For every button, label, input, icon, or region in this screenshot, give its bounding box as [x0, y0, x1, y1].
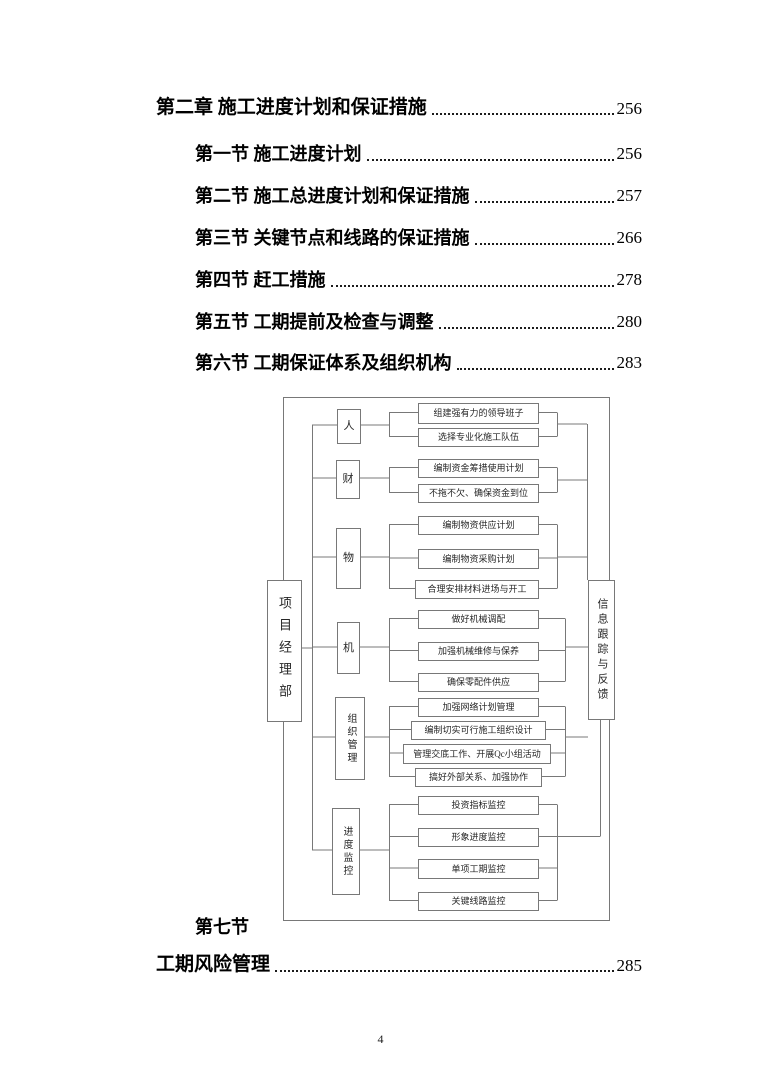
- dot-leader: [330, 284, 614, 287]
- toc-chapter-page: 256: [616, 98, 643, 118]
- toc-section-page: 266: [616, 228, 643, 248]
- category-box-materials: 物: [336, 528, 361, 589]
- measure-box: 编制切实可行施工组织设计: [411, 721, 546, 740]
- measure-box: 做好机械调配: [418, 610, 539, 629]
- category-box-people: 人: [337, 409, 361, 444]
- toc-entry-section-4: 第四节 赶工措施 278: [195, 269, 642, 292]
- category-box-machinery: 机: [337, 622, 360, 674]
- dot-leader: [474, 200, 614, 203]
- measure-box: 关键线路监控: [418, 892, 539, 911]
- dot-leader: [474, 242, 614, 245]
- measure-box: 搞好外部关系、加强协作: [415, 768, 542, 787]
- measure-box: 编制物资供应计划: [418, 516, 539, 535]
- schedule-guarantee-org-diagram: 项目经理部 信息跟踪与反馈 人 财 物 机 组织管理 进度监控 组建强有力的领导…: [255, 390, 625, 924]
- dot-leader: [456, 367, 614, 370]
- diagram-connector-lines: [283, 397, 610, 921]
- measure-box: 编制物资采购计划: [418, 549, 539, 569]
- measure-box: 不拖不欠、确保资金到位: [418, 484, 539, 503]
- toc-section-label: 第一节 施工进度计划: [195, 144, 362, 164]
- category-box-progress-monitoring: 进度监控: [332, 808, 360, 895]
- measure-box: 单项工期监控: [418, 859, 539, 879]
- toc-entry-section-2: 第二节 施工总进度计划和保证措施 257: [195, 185, 642, 208]
- toc-section-page: 278: [616, 270, 643, 290]
- dot-leader: [366, 158, 614, 161]
- toc-chapter-label: 工期风险管理: [156, 954, 271, 975]
- toc-section-page: 280: [616, 312, 643, 332]
- category-box-org-management: 组织管理: [335, 697, 365, 780]
- dot-leader: [275, 969, 614, 972]
- toc-entry-chapter: 第二章 施工进度计划和保证措施 256: [156, 96, 642, 120]
- measure-box: 确保零配件供应: [418, 673, 539, 692]
- dot-leader: [438, 326, 614, 329]
- measure-box: 加强机械维修与保养: [418, 642, 539, 661]
- toc-section-label: 第五节 工期提前及检查与调整: [195, 312, 434, 332]
- toc-chapter-page: 285: [616, 955, 643, 975]
- toc-section-label: 第三节 关键节点和线路的保证措施: [195, 228, 470, 248]
- measure-box: 选择专业化施工队伍: [418, 428, 539, 447]
- category-box-finance: 财: [336, 460, 360, 499]
- info-tracking-feedback-box: 信息跟踪与反馈: [588, 580, 615, 720]
- measure-box: 组建强有力的领导班子: [418, 403, 539, 424]
- project-manager-dept-box: 项目经理部: [267, 580, 302, 722]
- measure-box: 合理安排材料进场与开工: [415, 580, 539, 599]
- toc-section-label: 第四节 赶工措施: [195, 270, 326, 290]
- toc-section-page: 257: [616, 186, 643, 206]
- toc-section-page: 256: [616, 144, 643, 164]
- toc-entry-section-7: 第七节: [195, 916, 249, 939]
- toc-entry-section-3: 第三节 关键节点和线路的保证措施 266: [195, 227, 642, 250]
- page-number: 4: [377, 1032, 384, 1046]
- toc-entry-risk-management: 工期风险管理 285: [156, 953, 642, 977]
- measure-box: 形象进度监控: [418, 828, 539, 847]
- toc-section-label: 第六节 工期保证体系及组织机构: [195, 353, 452, 373]
- toc-entry-section-1: 第一节 施工进度计划 256: [195, 143, 642, 166]
- measure-box: 投资指标监控: [418, 796, 539, 815]
- toc-section-label: 第二节 施工总进度计划和保证措施: [195, 186, 470, 206]
- toc-entry-section-5: 第五节 工期提前及检查与调整 280: [195, 311, 642, 334]
- toc-entry-section-6: 第六节 工期保证体系及组织机构 283: [195, 352, 642, 375]
- toc-section-label: 第七节: [195, 917, 249, 937]
- measure-box: 管理交底工作、开展Qc小组活动: [403, 744, 551, 764]
- toc-chapter-label: 第二章 施工进度计划和保证措施: [156, 97, 427, 118]
- toc-section-page: 283: [616, 353, 643, 373]
- dot-leader: [431, 112, 614, 115]
- measure-box: 编制资金筹措使用计划: [418, 459, 539, 478]
- measure-box: 加强网络计划管理: [418, 698, 539, 717]
